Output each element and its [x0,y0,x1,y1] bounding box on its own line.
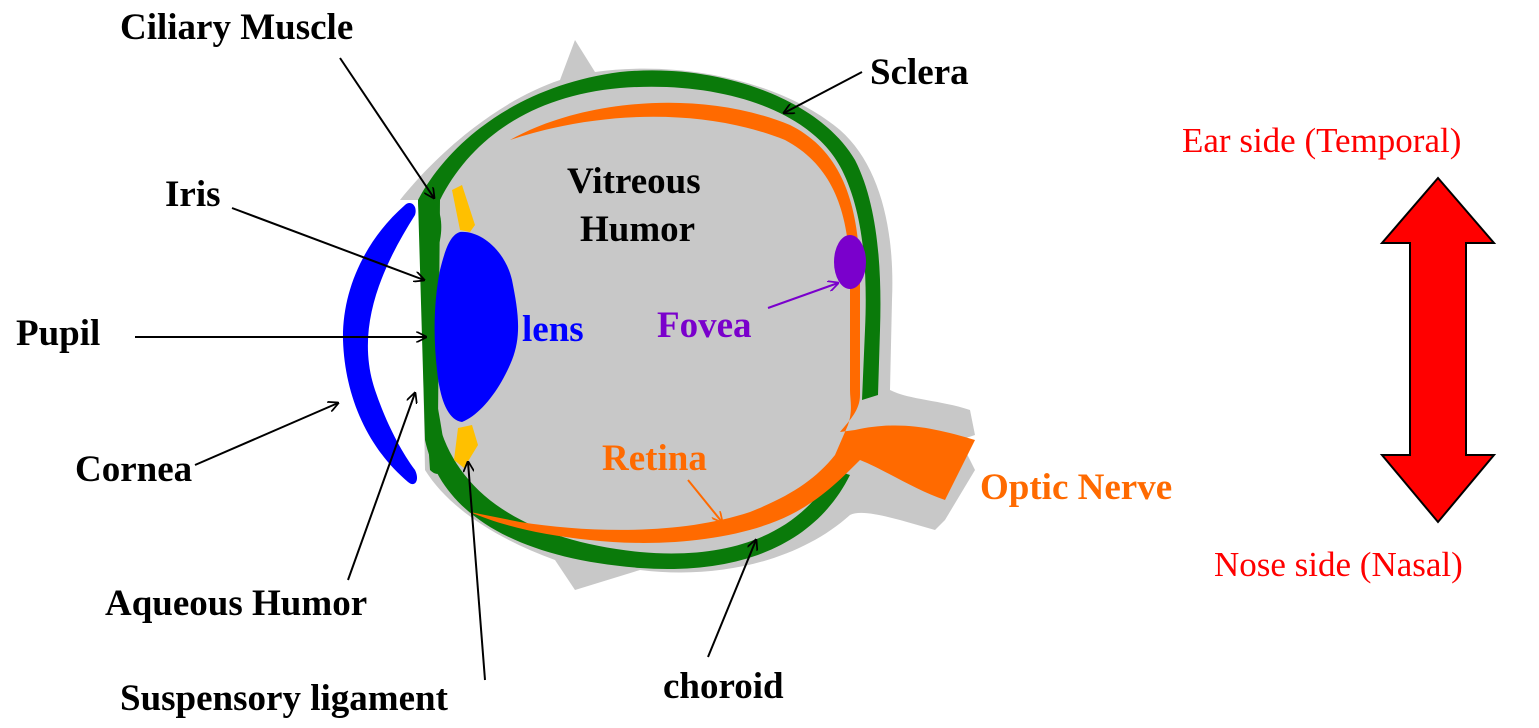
double-headed-arrow-icon [1382,178,1494,522]
nasal-side-label: Nose side (Nasal) [1214,545,1463,584]
vitreous-humor-label-line2: Humor [580,209,695,250]
cornea [343,203,417,484]
aqueous-humor-label: Aqueous Humor [105,583,367,624]
suspensory-ligament-label: Suspensory ligament [120,678,449,719]
iris-label: Iris [165,174,221,215]
pupil-label: Pupil [16,313,100,354]
fovea-label: Fovea [657,305,752,346]
cornea-label: Cornea [75,449,192,490]
ciliary-muscle-pointer [340,58,434,198]
fovea [834,235,866,289]
vitreous-humor-label-line1: Vitreous [567,161,701,202]
lens-label: lens [522,309,584,350]
retina-label: Retina [602,438,707,479]
cornea-pointer [195,403,338,465]
optic-nerve-label: Optic Nerve [980,467,1172,508]
ciliary-muscle-label: Ciliary Muscle [120,7,353,48]
sclera-label: Sclera [870,52,969,93]
sclera-pointer [784,72,862,113]
temporal-side-label: Ear side (Temporal) [1182,121,1461,160]
choroid-label: choroid [663,666,784,707]
